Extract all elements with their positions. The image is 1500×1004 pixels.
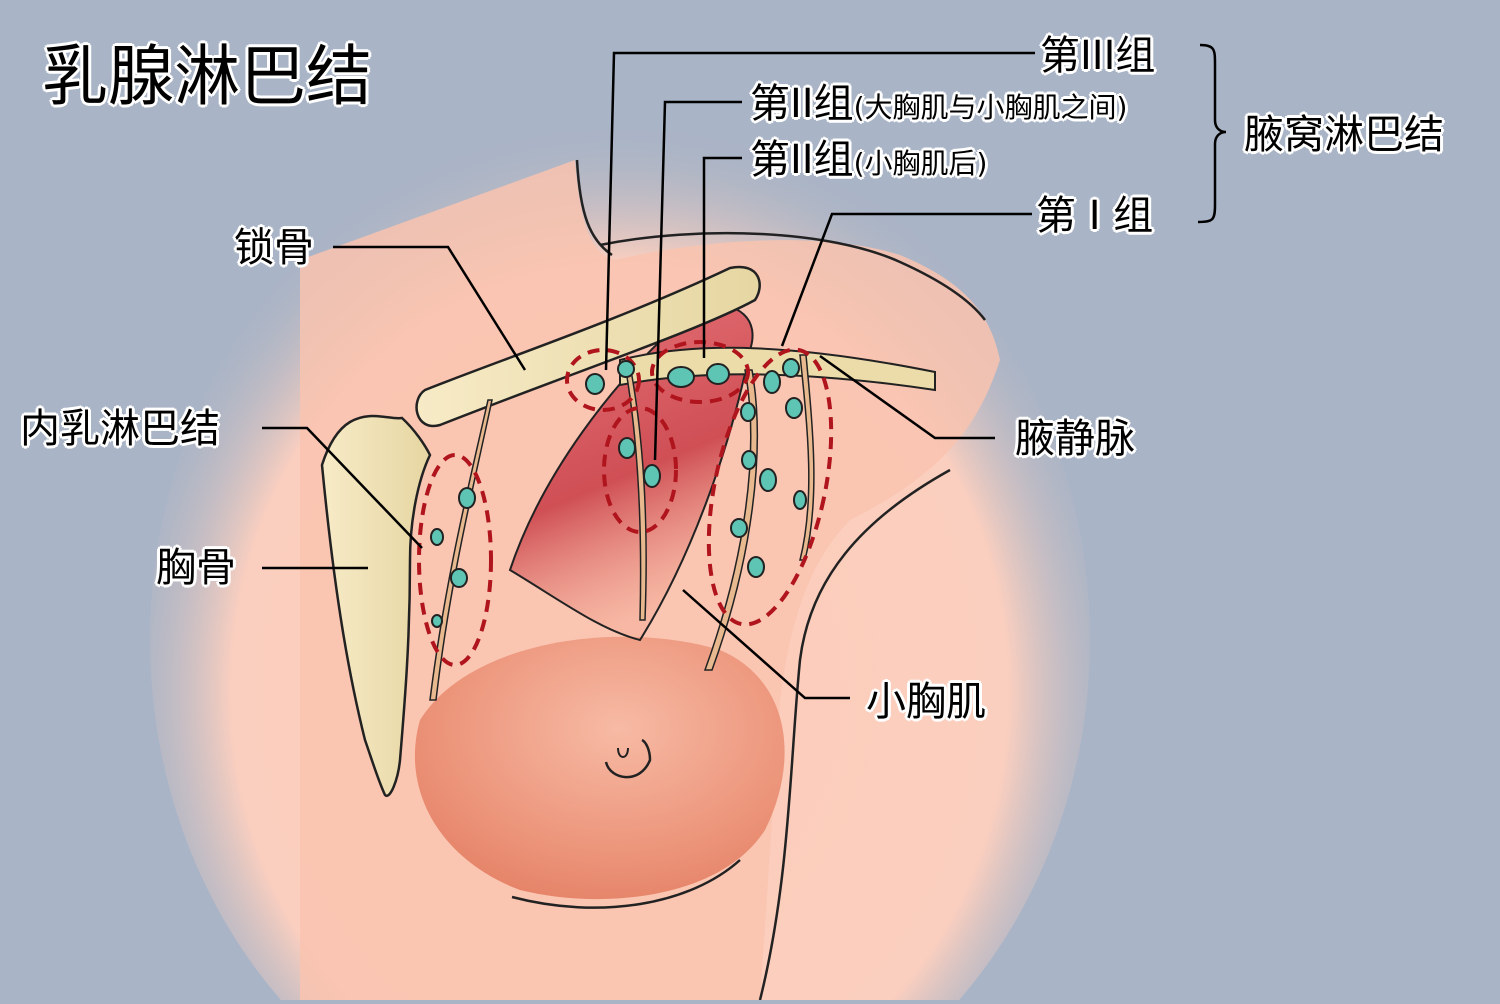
group3-leader (604, 51, 1035, 371)
sternum-bone (320, 414, 432, 798)
group2-between-outline (602, 406, 678, 534)
group1-outline (706, 347, 834, 627)
nipple-inner (617, 747, 629, 758)
label-group2-behind-main: 第II组 (750, 137, 854, 183)
label-group2-between-note: (大胸肌与小胸肌之间) (853, 91, 1128, 124)
label-group2-between-main: 第II组 (750, 81, 854, 127)
leader-lines (262, 51, 1035, 700)
group2-behind-leader (702, 156, 742, 358)
shoulder-outline (599, 231, 986, 321)
group3-outline (565, 348, 641, 412)
nipple-outline (604, 738, 652, 779)
label-axillary-nodes: 腋窝淋巴结 (1244, 112, 1444, 158)
node-group-outlines (417, 340, 834, 667)
label-internal-mammary-nodes: 内乳淋巴结 (20, 406, 220, 452)
label-sternum: 胸骨 (156, 545, 236, 591)
label-group1: 第 I 组 (1036, 193, 1154, 239)
breast-lower-outline (511, 859, 741, 909)
internal-mammary-group-outline (417, 453, 493, 667)
group1-leader (780, 212, 1032, 347)
clavicle-bone (415, 265, 761, 428)
label-group2-between: 第II组(大胸肌与小胸肌之间) (750, 84, 1127, 124)
label-clavicle: 锁骨 (234, 225, 314, 271)
label-axillary-vein: 腋静脉 (1015, 416, 1135, 462)
axillary-group-brace (1197, 43, 1227, 224)
label-pectoralis-minor: 小胸肌 (866, 679, 986, 725)
arm-outline (758, 468, 951, 1001)
group2-between-leader (653, 100, 742, 461)
breast (414, 636, 785, 900)
pectoralis-minor-muscle (508, 303, 754, 642)
page-title: 乳腺淋巴结 (42, 38, 372, 115)
lymph-nodes (430, 358, 807, 628)
neck-outline (575, 159, 613, 257)
label-group3: 第III组 (1040, 33, 1156, 79)
axillary-vein-leader (819, 354, 995, 440)
pectoralis-minor-leader (682, 589, 850, 700)
group2-behind-outline (650, 340, 750, 404)
internal-mammary-leader (262, 426, 423, 549)
clavicle-leader (333, 245, 527, 371)
label-group2-behind-note: (小胸肌后) (853, 147, 988, 180)
label-group2-behind: 第II组(小胸肌后) (750, 140, 987, 180)
